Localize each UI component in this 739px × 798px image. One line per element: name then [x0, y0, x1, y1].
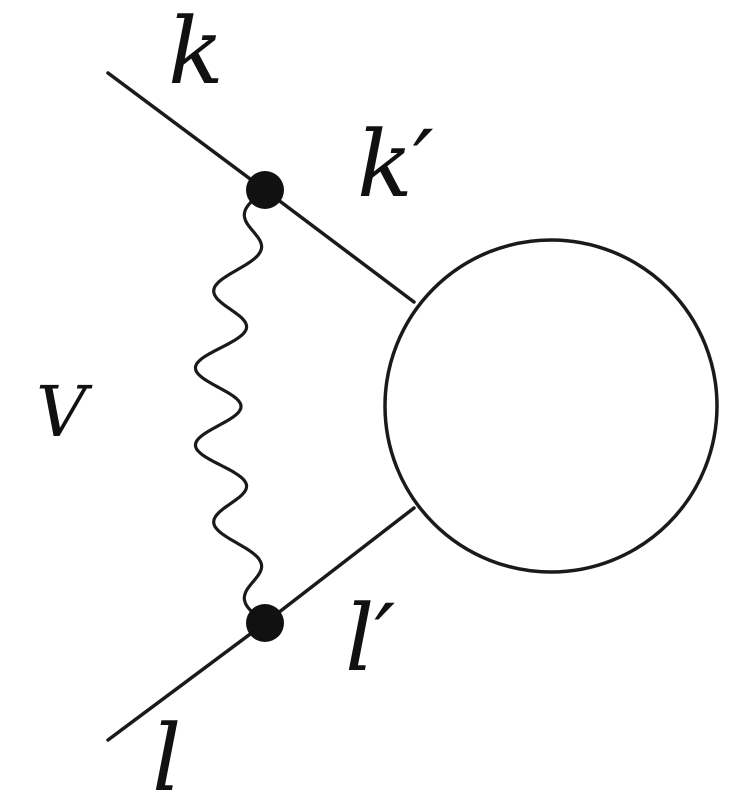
label-l: l: [152, 705, 181, 798]
internal-line-k-prime: [263, 188, 416, 304]
vertex-top: [246, 171, 284, 209]
label-v: V: [36, 371, 93, 453]
vertex-bottom: [246, 604, 284, 642]
label-k: k: [168, 0, 224, 105]
incoming-line-k: [106, 71, 267, 192]
interaction-wavy-line: [193, 190, 265, 623]
incoming-line-l: [106, 621, 267, 742]
bubble-circle: [383, 238, 719, 574]
internal-line-l-prime: [263, 506, 416, 625]
label-l-prime: l′: [345, 585, 395, 692]
label-k-prime: k′: [357, 111, 434, 218]
